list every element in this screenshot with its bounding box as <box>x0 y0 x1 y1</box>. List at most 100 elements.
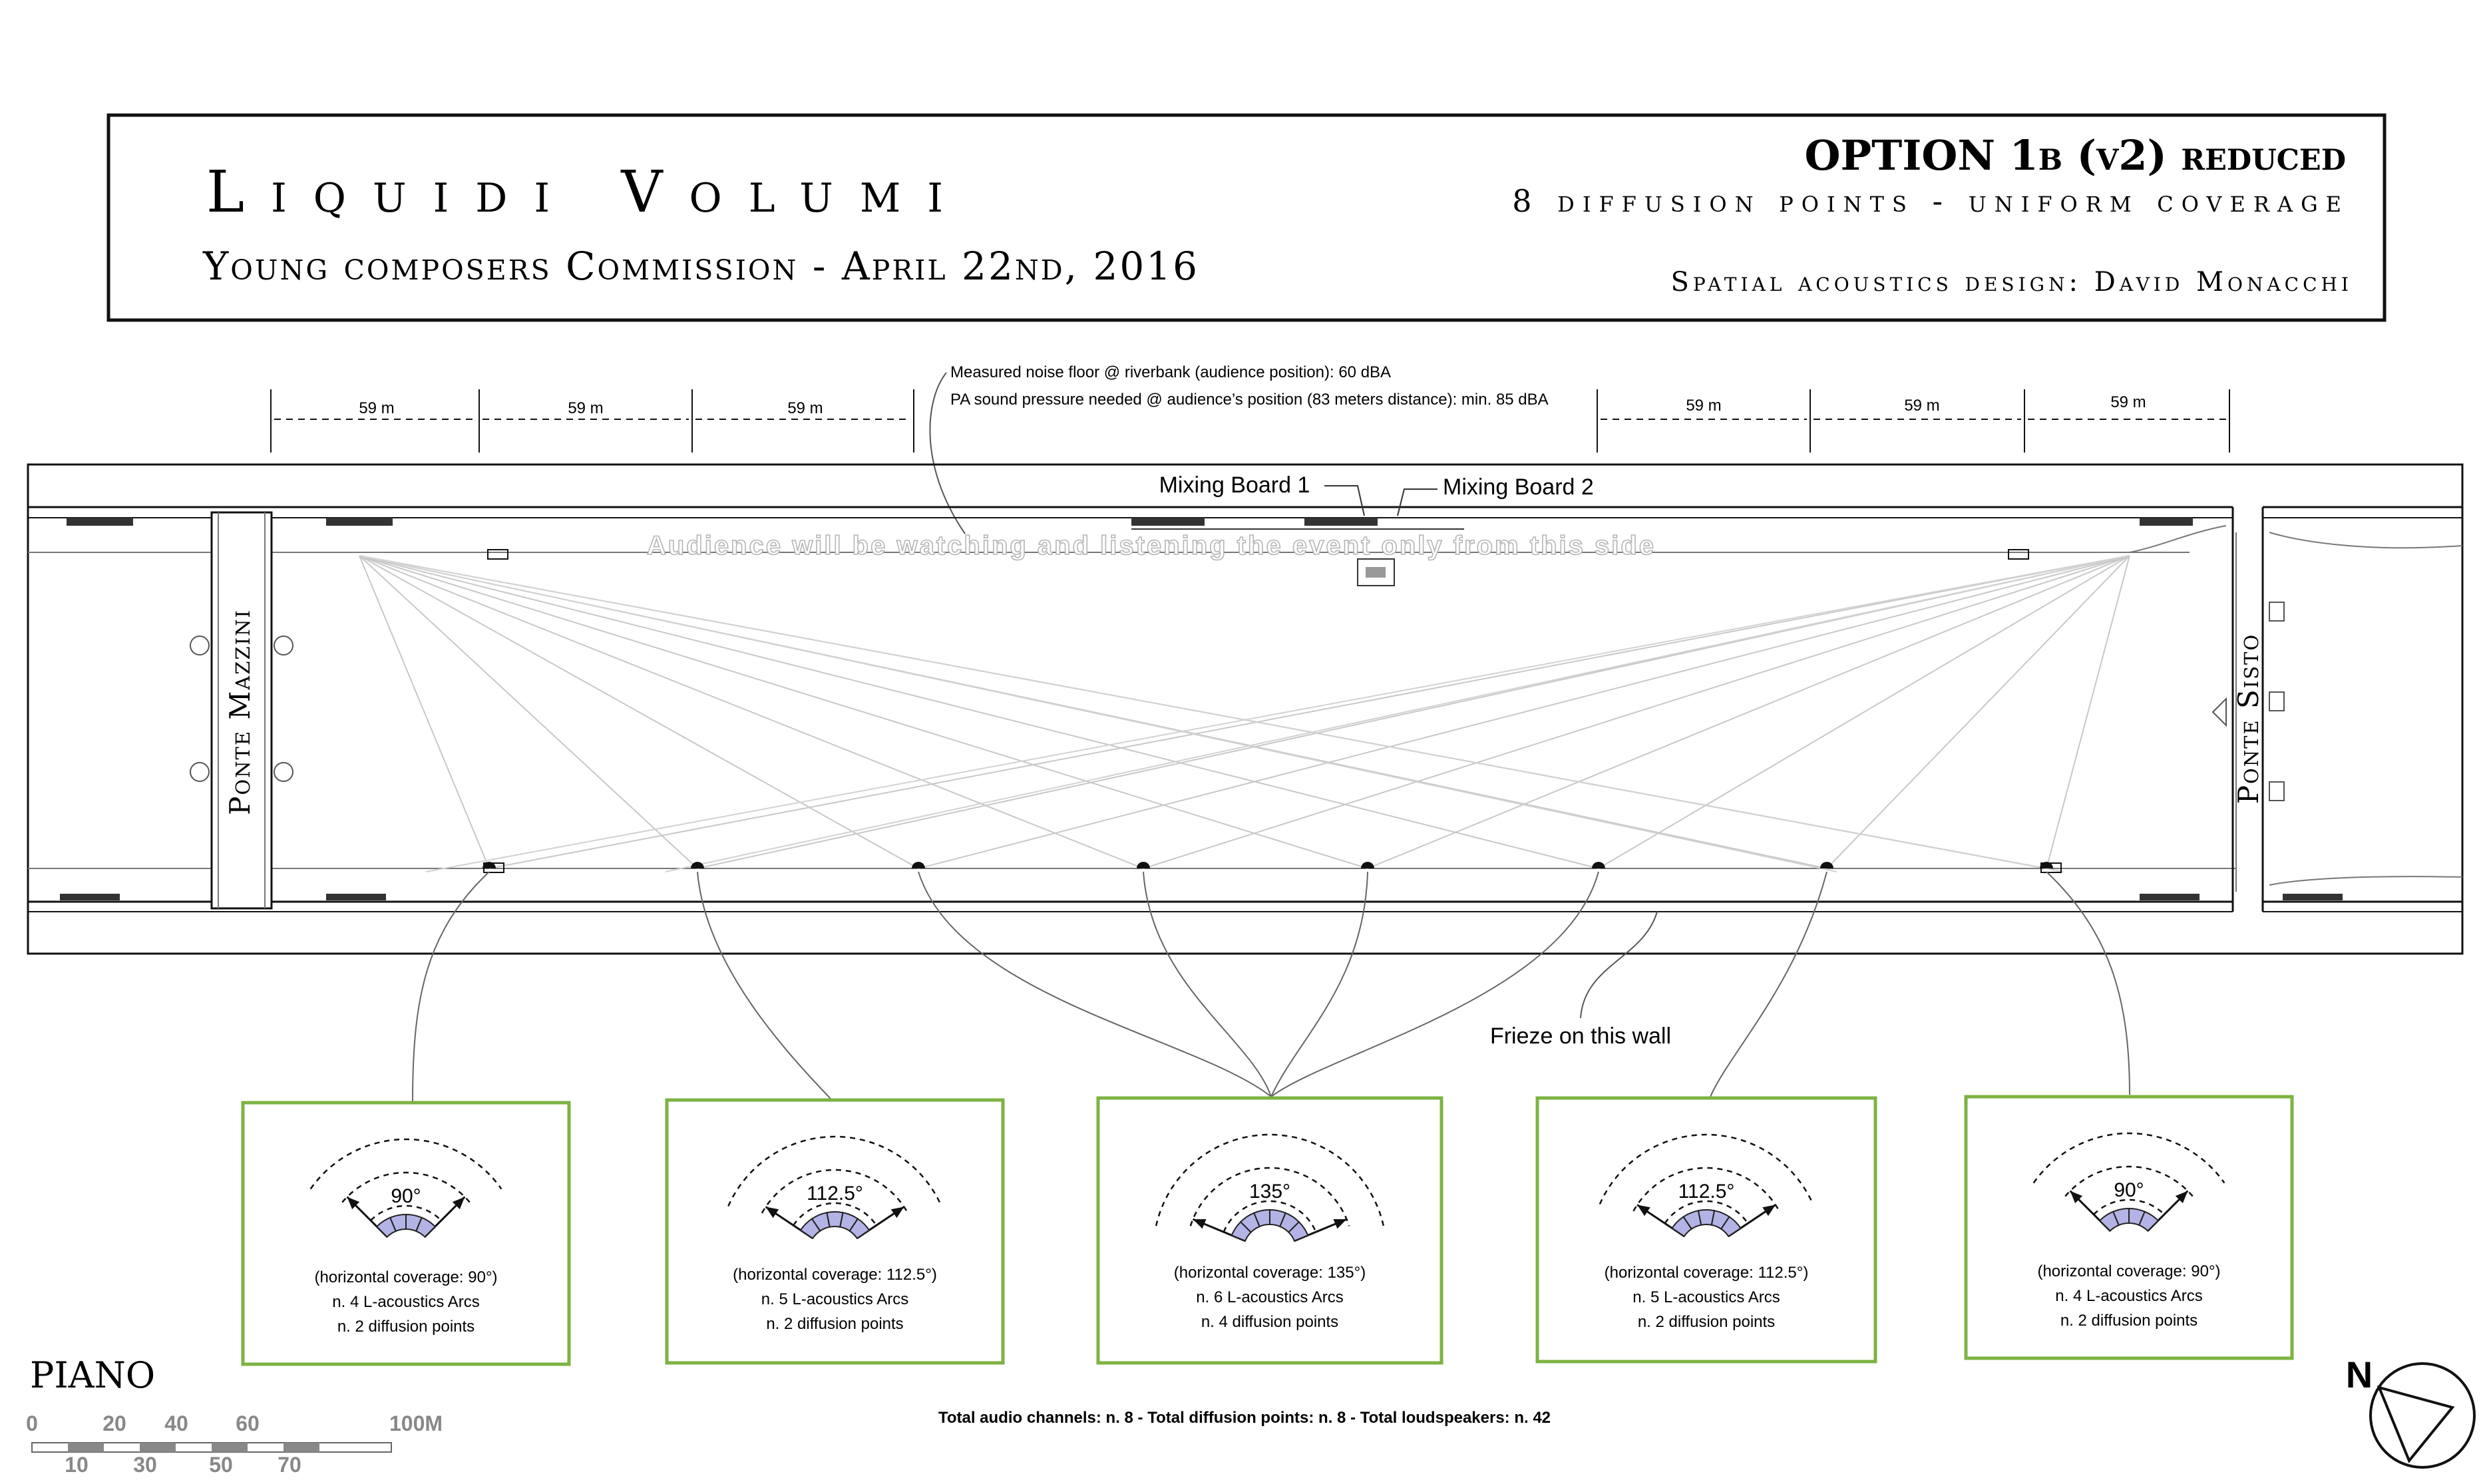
speaker-count: n. 4 L-acoustics Arcs <box>332 1293 479 1311</box>
scale-tick-label: 30 <box>133 1453 157 1477</box>
sight-line <box>359 555 490 869</box>
scale-tick-label: 20 <box>102 1411 126 1435</box>
dimension-label: 59 m <box>2110 393 2146 411</box>
leader-line <box>918 871 1272 1097</box>
sight-line <box>488 555 2130 869</box>
bridge-label-sisto: Ponte Sisto <box>2232 634 2265 805</box>
leader-line <box>2046 871 2130 1095</box>
coverage-arc <box>727 1135 942 1207</box>
scale-tick-label: 60 <box>236 1411 260 1435</box>
project-subtitle: Young composers Commission - April 22nd,… <box>202 244 1199 289</box>
coverage-arc <box>2093 1199 2165 1215</box>
sight-line <box>359 555 698 869</box>
dimension-label: 59 m <box>787 399 823 417</box>
coverage-angle: 112.5° <box>807 1183 863 1205</box>
coverage-arc <box>1189 1167 1350 1226</box>
sight-line <box>665 555 2130 872</box>
arrow-head <box>890 1206 904 1218</box>
design-credit: Spatial acoustics design: David Monacchi <box>1670 267 2353 297</box>
speaker-point <box>691 862 704 868</box>
project-title: Liquidi Volumi <box>206 159 970 226</box>
scale-bar <box>31 1442 392 1453</box>
sight-line <box>359 555 919 869</box>
coverage-angle: 135° <box>1249 1181 1290 1203</box>
sight-line <box>1143 555 2130 869</box>
sight-line <box>359 555 1144 869</box>
coverage-arc <box>1223 1200 1317 1232</box>
leader-line <box>412 871 490 1102</box>
coverage-text: (horizontal coverage: 90°) <box>2037 1262 2220 1280</box>
speaker-point <box>487 549 508 560</box>
coverage-arc <box>2064 1165 2194 1197</box>
frieze-label: Frieze on this wall <box>1490 1023 1671 1049</box>
speaker-point <box>1820 862 1833 868</box>
mixing-board-1-label: Mixing Board 1 <box>1159 472 1310 498</box>
sight-line <box>1826 555 2130 869</box>
card-frame <box>1096 1096 1443 1365</box>
speaker-point <box>2008 549 2029 560</box>
coverage-angle: 90° <box>2114 1179 2144 1201</box>
sight-line <box>1598 555 2130 869</box>
scale-tick-label: 70 <box>278 1453 301 1477</box>
scale-tick-label: 50 <box>209 1453 233 1477</box>
speaker-count: n. 5 L-acoustics Arcs <box>1632 1288 1780 1306</box>
leader-line <box>1143 871 1272 1097</box>
card-frame <box>665 1098 1005 1365</box>
diffusion-count: n. 2 diffusion points <box>1638 1313 1775 1331</box>
coverage-arc <box>341 1171 471 1203</box>
leader-line <box>697 871 833 1101</box>
speaker-point <box>2040 862 2062 873</box>
speaker-detail-card: 90°(horizontal coverage: 90°)n. 4 L-acou… <box>241 1101 571 1366</box>
audience-banner: Audience will be watching and listening … <box>647 531 1656 560</box>
card-frame <box>1535 1096 1877 1364</box>
scale-tick-label: 10 <box>65 1453 89 1477</box>
coverage-arc <box>370 1205 442 1221</box>
coverage-arc <box>309 1138 502 1190</box>
coverage-angle: 112.5° <box>1678 1181 1735 1203</box>
arrow-head <box>1762 1205 1776 1216</box>
coverage-text: (horizontal coverage: 112.5°) <box>733 1266 937 1284</box>
totals-summary: Total audio channels: n. 8 - Total diffu… <box>938 1409 1551 1427</box>
title-block-frame <box>106 113 2387 322</box>
coverage-arc <box>1632 1167 1780 1212</box>
diffusion-count: n. 2 diffusion points <box>766 1315 903 1333</box>
coverage-arc <box>1664 1200 1749 1224</box>
diffusion-points <box>482 549 2062 873</box>
arrow-head <box>2175 1191 2188 1204</box>
speaker-detail-card: 135° (horizontal coverage: 135°) n. 6 L-ac… <box>1096 1096 1443 1365</box>
mixing-board-2-label: Mixing Board 2 <box>1443 474 1594 500</box>
bridge-label-mazzini: Ponte Mazzini <box>224 609 256 815</box>
coverage-angle: 90° <box>391 1185 421 1207</box>
option-title: OPTION 1b (v2) reduced <box>1805 131 2346 180</box>
diffusion-count: n. 2 diffusion points <box>337 1318 475 1336</box>
scale-tick-label: 0 <box>26 1411 38 1435</box>
leader-line <box>1270 871 1599 1097</box>
card-frame <box>241 1101 571 1366</box>
arrow-head <box>347 1197 360 1210</box>
river-plan <box>27 463 2464 955</box>
frieze-leader <box>1580 911 1658 1019</box>
speaker-cabinet <box>1287 1220 1309 1242</box>
speaker-point <box>1592 862 1605 868</box>
scale-tick-label: 40 <box>164 1411 188 1435</box>
speaker-count: n. 5 L-acoustics Arcs <box>761 1290 908 1308</box>
sight-line <box>425 555 2130 872</box>
speaker-point <box>912 862 925 868</box>
speaker-detail-card: 112.5° (horizontal coverage: 112.5°) n. 5 … <box>665 1098 1005 1365</box>
diffusion-count: n. 4 diffusion points <box>1201 1313 1338 1331</box>
coverage-sight-lines <box>359 555 2130 872</box>
north-label: N <box>2346 1354 2373 1395</box>
speaker-point <box>483 862 504 873</box>
pa-pressure-note: PA sound pressure needed @ audience’s po… <box>950 391 1549 409</box>
speaker-point <box>1137 862 1150 868</box>
dimension-label: 59 m <box>1904 397 1939 415</box>
sight-line <box>1367 555 2130 869</box>
coverage-text: (horizontal coverage: 135°) <box>1174 1264 1366 1282</box>
option-subtitle: 8 diffusion points - uniform coverage <box>1512 183 2349 219</box>
speaker-detail-card: 90°(horizontal coverage: 90°)n. 4 L-acou… <box>1964 1095 2294 1360</box>
speaker-count: n. 6 L-acoustics Arcs <box>1196 1288 1343 1306</box>
dimension-label: 59 m <box>359 399 394 417</box>
plan-label: PIANO <box>30 1354 155 1396</box>
leader-line <box>1270 871 1368 1097</box>
sight-line <box>359 555 1599 869</box>
